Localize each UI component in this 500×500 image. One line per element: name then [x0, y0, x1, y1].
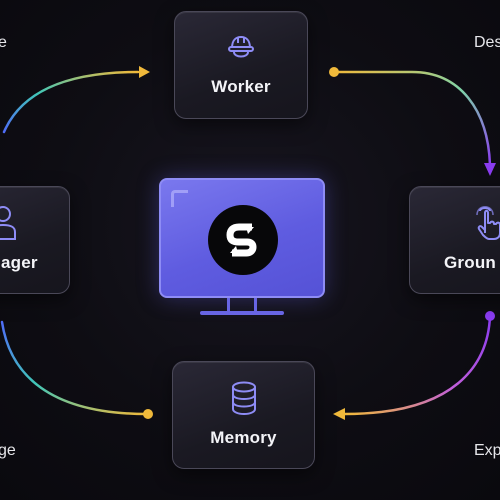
worker-node[interactable]: Worker	[174, 11, 308, 119]
side-label-top-left: e	[0, 34, 7, 51]
hand-tap-icon	[470, 203, 500, 246]
worker-label: Worker	[211, 77, 271, 96]
manager-label: ager	[1, 253, 38, 272]
arrowhead-memory	[333, 408, 345, 420]
person-icon	[0, 205, 17, 246]
side-label-bottom-right: Exp	[474, 442, 500, 459]
manager-node[interactable]: ager	[0, 186, 70, 294]
arrow-worker-to-grounding	[332, 70, 492, 167]
arrow-grounding-to-memory	[343, 314, 492, 416]
database-icon	[229, 380, 259, 421]
grounding-label: Groun	[444, 253, 496, 272]
s-logo-icon	[208, 205, 278, 275]
side-label-bottom-left: ge	[0, 442, 16, 459]
arrow-origin-dot-worker	[329, 67, 339, 77]
monitor-corner-accent	[171, 190, 188, 207]
monitor-stand-left	[227, 298, 230, 312]
arrow-origin-dot-grounding	[485, 311, 495, 321]
arrowhead-worker	[139, 66, 150, 78]
center-monitor	[159, 178, 325, 298]
arrow-manager-to-worker	[2, 70, 140, 134]
memory-node[interactable]: Memory	[172, 361, 315, 469]
arrow-end-dot-memory	[143, 409, 153, 419]
memory-label: Memory	[210, 428, 277, 447]
arrowhead-grounding	[484, 163, 496, 176]
side-label-top-right: Des	[474, 34, 500, 51]
worker-helmet-icon	[224, 30, 258, 69]
arrow-manager-to-memory	[0, 320, 149, 416]
grounding-node[interactable]: Groun	[409, 186, 500, 294]
monitor-stand-base	[200, 311, 284, 315]
monitor-stand-right	[254, 298, 257, 312]
